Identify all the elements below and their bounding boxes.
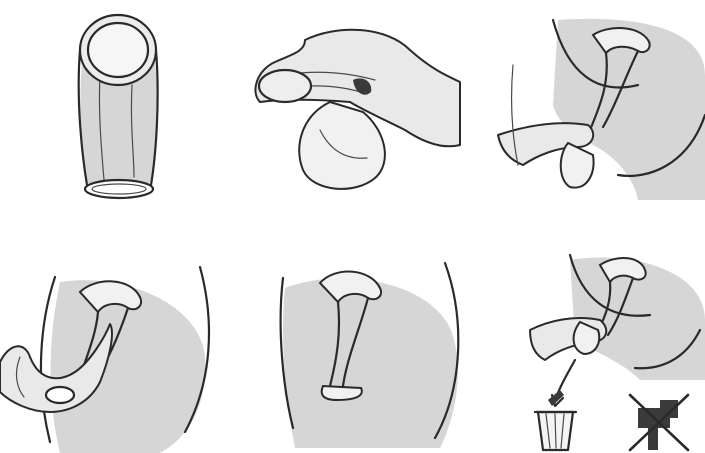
in-place-drawing [275,258,465,448]
remove-drawing [520,250,705,453]
hand-squeezing-drawing [245,20,460,200]
panel-condom [60,5,180,210]
panel-insert [498,15,705,200]
no-flush-toilet-icon [630,395,688,450]
panel-squeeze-ring [245,20,460,200]
female-condom-drawing [60,5,180,210]
panel-push-in [0,262,215,453]
trash-bin-icon [535,390,576,450]
panel-remove-dispose [520,250,705,453]
push-in-drawing [0,262,215,453]
insertion-drawing [498,15,705,200]
panel-in-place [275,258,465,448]
